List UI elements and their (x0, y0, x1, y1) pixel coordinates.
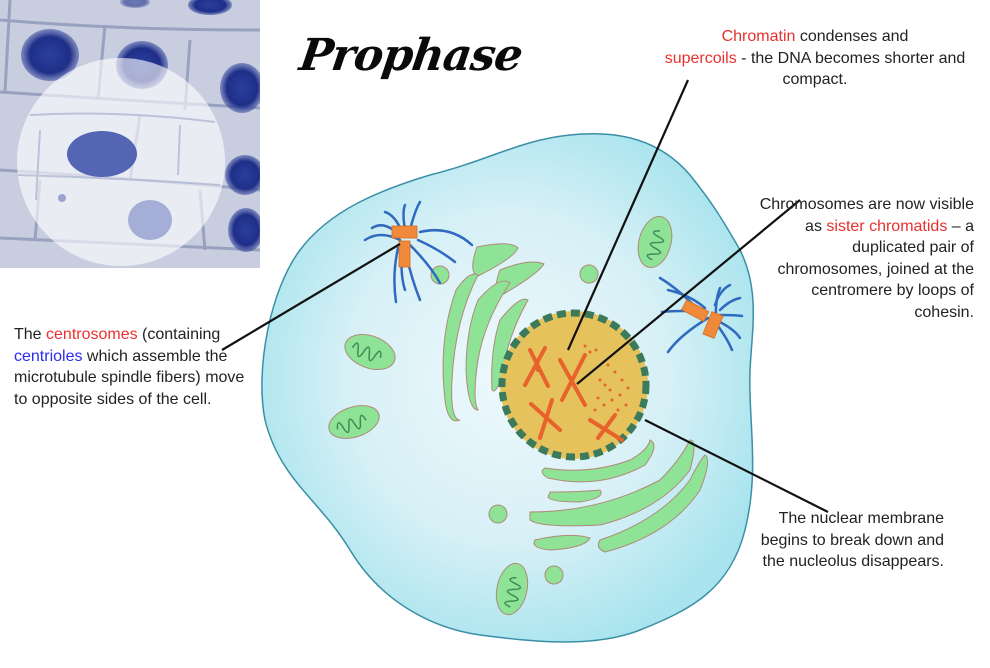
vesicles (430, 264, 599, 585)
right-centrosome (658, 276, 744, 354)
micrograph-image (0, 0, 260, 268)
leader-chromatin (566, 79, 690, 351)
left-centrosome (363, 200, 474, 304)
label-centrosomes: The centrosomes (containing centrioles w… (14, 326, 245, 408)
label-nuclear-membrane: The nuclear membrane begins to break dow… (760, 510, 944, 570)
mitochondrion (328, 405, 380, 439)
nucleus (498, 309, 650, 461)
leader-nuclear (644, 419, 829, 513)
term-centrosomes: centrosomes (46, 326, 138, 343)
mitochondrion (637, 216, 673, 268)
mitochondria (328, 216, 673, 616)
chromatin-dots (583, 344, 630, 412)
term-supercoils: supercoils (664, 49, 737, 67)
nuclear-envelope (498, 309, 650, 461)
chromosomes (523, 346, 624, 442)
leader-chromosomes (576, 199, 801, 385)
centriole (681, 299, 710, 322)
leader-centrosomes (221, 243, 401, 351)
mitochondrion (495, 562, 529, 616)
label-chromatin: Chromatin condenses and supercoils - the… (664, 28, 966, 88)
leader-lines (221, 79, 829, 513)
mitochondrion (344, 334, 396, 370)
term-sister-chromatids: sister chromatids (826, 217, 948, 235)
centriole (702, 311, 724, 339)
term-centrioles: centrioles (14, 347, 83, 365)
label-chromosomes: Chromosomes are now visible as sister ch… (759, 196, 974, 321)
centriole (398, 240, 411, 268)
term-chromatin: Chromatin (721, 28, 796, 45)
centriole (391, 225, 418, 239)
